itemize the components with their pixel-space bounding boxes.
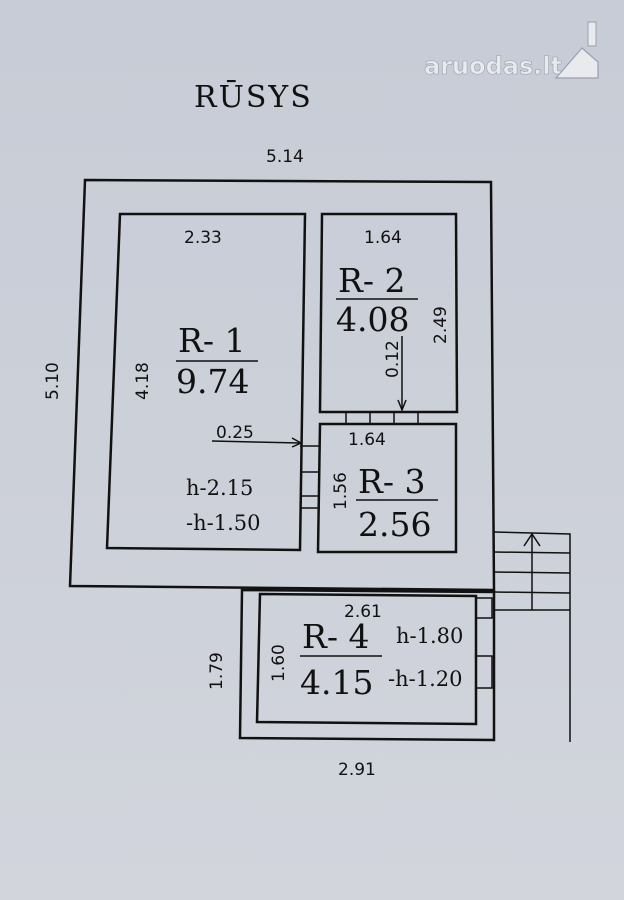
outer-wall [68, 178, 496, 592]
annex-outer-wall [238, 588, 496, 742]
r1-h-label-2: -h-1.50 [186, 511, 260, 535]
r4-name: R- 4 [302, 617, 369, 656]
watermark: aruodas.lt [424, 21, 599, 80]
outer-height-label: 5.10 [43, 362, 63, 400]
room-r1-outline [105, 212, 307, 552]
r4-area: 4.15 [300, 663, 373, 702]
r3-name: R- 3 [358, 462, 425, 501]
room-r3-outline [316, 422, 458, 554]
door-r4-lower [475, 655, 493, 689]
r1-h-label-1: h-2.15 [186, 476, 253, 500]
wall-gap-r2-r3-label: 0.12 [383, 340, 403, 378]
door-r4-upper [475, 597, 493, 619]
r1-height-label: 4.18 [133, 362, 153, 400]
r2-area: 4.08 [336, 300, 409, 339]
r1-area: 9.74 [176, 362, 249, 401]
r4-width-label: 2.61 [344, 602, 382, 622]
stairs [493, 531, 571, 742]
r4-h-label-1: h-1.80 [396, 624, 463, 648]
wall-gap-r1-r3-label: 0.25 [216, 423, 254, 443]
r3-height-label: 1.56 [331, 472, 351, 510]
door-r2-r3 [345, 412, 419, 424]
plan-title: RŪSYS [194, 79, 313, 115]
dim-arrow-r1-r3 [211, 440, 301, 444]
r2-width-label: 1.64 [364, 228, 402, 248]
outer-width-label: 5.14 [266, 147, 304, 167]
house-logo-icon [554, 21, 599, 79]
r4-height-label: 1.60 [269, 644, 289, 682]
annex-width-label: 2.91 [338, 760, 376, 780]
r4-h-label-2: -h-1.20 [388, 667, 462, 691]
annex-height-label: 1.79 [207, 652, 227, 690]
watermark-text: aruodas.lt [424, 52, 562, 80]
room-r4-outline [255, 592, 478, 726]
r3-width-label: 1.64 [348, 430, 386, 450]
door-r1-r3 [300, 445, 320, 509]
r3-area: 2.56 [358, 505, 431, 544]
arrowhead-icon [397, 399, 407, 413]
r2-height-label: 2.49 [431, 306, 451, 344]
r1-name: R- 1 [178, 321, 245, 360]
room-r2-outline [318, 212, 459, 414]
arrowhead-icon [291, 437, 303, 448]
r2-name: R- 2 [338, 261, 405, 300]
r1-width-label: 2.33 [184, 228, 222, 248]
